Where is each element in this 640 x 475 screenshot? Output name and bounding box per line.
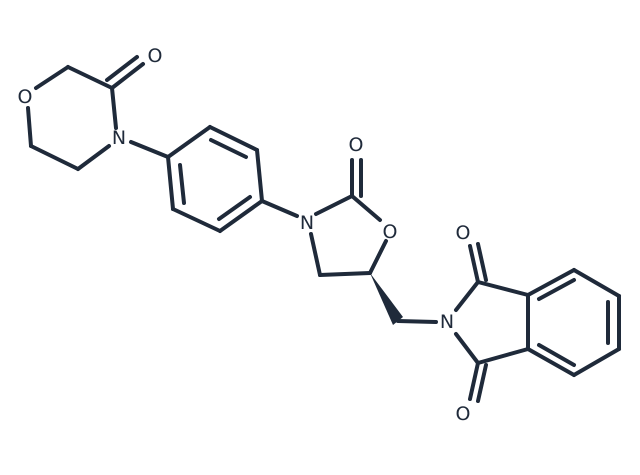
bond: [572, 347, 621, 377]
bond: [255, 148, 264, 203]
bond: [217, 195, 252, 221]
bond: [29, 144, 80, 171]
bond: [260, 199, 299, 218]
bond: [34, 65, 70, 90]
bond: [537, 343, 576, 367]
bond: [309, 232, 322, 277]
atom-label-phthalimide-n: N: [440, 311, 454, 333]
bond: [76, 144, 111, 171]
bond: [350, 194, 382, 222]
atom-label-phthalimide-top-o: O: [456, 222, 471, 244]
atom-label-oxazolidinone-n: N: [300, 212, 314, 234]
bond: [396, 319, 438, 324]
atom-label-morpholine-n: N: [112, 127, 126, 149]
bond: [166, 125, 212, 159]
atom-label-morpholine-keto-o: O: [148, 45, 163, 67]
bond: [476, 347, 530, 365]
bond: [476, 363, 488, 403]
bond: [454, 280, 480, 312]
bond: [218, 199, 264, 233]
bond: [476, 242, 488, 282]
bond: [171, 207, 222, 233]
bond: [572, 268, 621, 298]
bond: [526, 347, 576, 377]
atom-label-phthalimide-bottom-o: O: [456, 403, 471, 425]
bond: [314, 194, 354, 216]
bond-layer: [26, 55, 621, 403]
bond: [476, 280, 530, 297]
bond: [454, 332, 480, 365]
bond: [537, 278, 576, 301]
bond: [166, 155, 175, 211]
bond: [368, 239, 388, 275]
bond: [26, 106, 33, 148]
bond: [468, 244, 480, 284]
bond: [209, 138, 248, 159]
atom-label-layer: O O N O N O O N O: [18, 45, 471, 425]
bond: [178, 163, 186, 205]
bond: [318, 271, 372, 277]
bond: [208, 125, 259, 152]
bond: [110, 62, 145, 90]
bond: [105, 55, 139, 82]
atom-label-morpholine-o: O: [18, 86, 33, 108]
bond: [468, 361, 480, 401]
atom-label-oxazolidinone-ring-o: O: [383, 221, 398, 243]
bond: [129, 140, 170, 159]
bond: [526, 268, 576, 297]
bond: [110, 86, 118, 130]
atom-label-oxazolidinone-keto-o: O: [349, 134, 364, 156]
stereo-wedge-bond: [370, 273, 403, 325]
bond: [66, 65, 114, 90]
